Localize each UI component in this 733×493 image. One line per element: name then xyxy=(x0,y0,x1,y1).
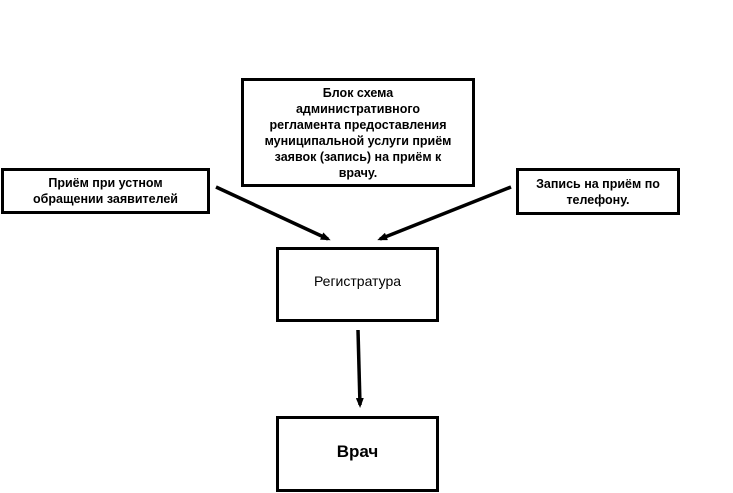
title-block-text: Блок схема административного регламента … xyxy=(264,85,452,180)
arrow-registry-to-doctor xyxy=(355,329,364,408)
phone-appointment-block: Запись на приём по телефону. xyxy=(516,168,680,215)
phone-appointment-text: Запись на приём по телефону. xyxy=(536,176,660,207)
doctor-text: Врач xyxy=(336,442,379,461)
title-block: Блок схема административного регламента … xyxy=(241,78,475,187)
in-person-request-block: Приём при устном обращении заявителей xyxy=(1,168,210,214)
in-person-request-text: Приём при устном обращении заявителей xyxy=(33,176,178,206)
doctor-block: Врач xyxy=(276,416,439,492)
arrow-left-to-registry xyxy=(215,185,331,241)
registry-block: Регистратура xyxy=(276,247,439,322)
registry-text: Регистратура xyxy=(313,272,402,289)
arrow-right-to-registry xyxy=(377,185,512,241)
